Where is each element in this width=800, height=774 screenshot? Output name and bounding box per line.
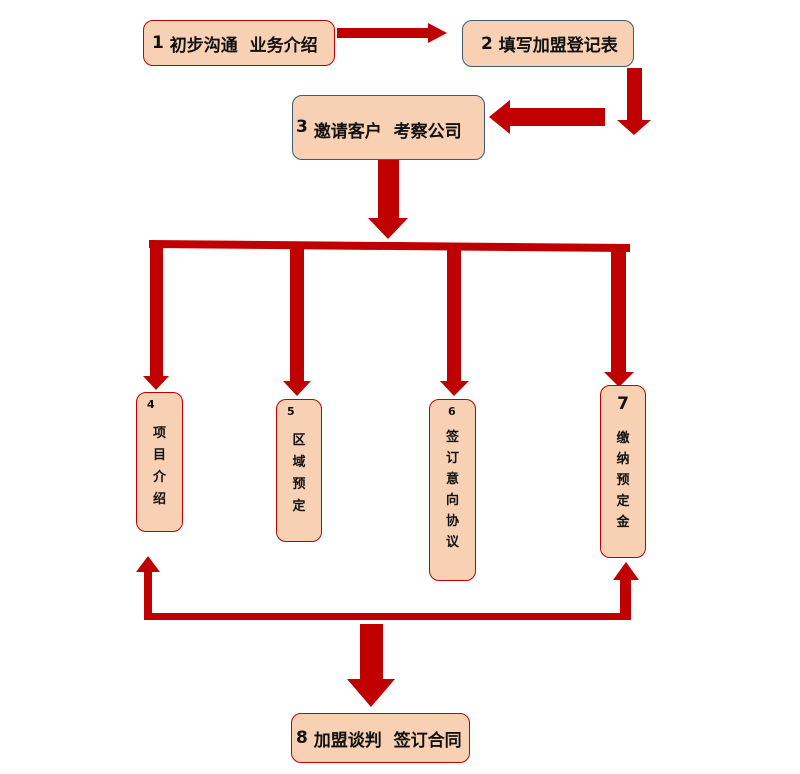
step-5-box: 5 区 域 预 定 <box>276 399 322 542</box>
step-8-box: 8 加盟谈判 签订合同 <box>291 713 470 763</box>
step-3-label: 邀请客户 考察公司 <box>313 122 462 142</box>
step-4-box: 4 项 目 介 绍 <box>136 392 183 532</box>
arrow-to-4 <box>143 246 169 390</box>
arrow-to-8 <box>347 624 395 707</box>
step-4-number: 4 <box>147 398 155 411</box>
step-3-number: 3 <box>296 117 308 137</box>
step-7-label: 缴 纳 预 定 金 <box>616 431 630 530</box>
step-8-label: 加盟谈判 签订合同 <box>313 730 462 751</box>
step-6-number: 6 <box>448 405 456 418</box>
step-7-number: 7 <box>617 394 629 414</box>
arrow-to-5 <box>283 246 311 396</box>
arrow-up-to-4 <box>136 556 639 620</box>
step-2-box: 2 填写加盟登记表 <box>462 20 634 67</box>
step-7-box: 7 缴 纳 预 定 金 <box>600 385 646 558</box>
step-3-box: 3 邀请客户 考察公司 <box>292 95 485 160</box>
arrow-3-down <box>368 160 408 239</box>
step-6-label: 签 订 意 向 协 议 <box>445 430 459 550</box>
step-5-number: 5 <box>287 405 295 418</box>
step-1-number: 1 <box>152 33 164 53</box>
arrow-2-down <box>617 68 651 135</box>
step-5-label: 区 域 预 定 <box>292 433 306 514</box>
step-1-box: 1 初步沟通 业务介绍 <box>143 20 335 66</box>
branch-bus <box>149 240 630 252</box>
step-4-label: 项 目 介 绍 <box>152 426 166 507</box>
arrow-1-to-2 <box>337 23 447 43</box>
arrow-to-7 <box>604 250 634 387</box>
step-2-number: 2 <box>481 33 493 54</box>
step-6-box: 6 签 订 意 向 协 议 <box>429 399 476 581</box>
step-8-number: 8 <box>296 728 308 748</box>
arrow-to-3 <box>489 100 605 134</box>
arrow-to-6 <box>440 248 469 396</box>
step-1-label: 初步沟通 业务介绍 <box>169 35 318 56</box>
step-2-label: 填写加盟登记表 <box>498 36 618 56</box>
